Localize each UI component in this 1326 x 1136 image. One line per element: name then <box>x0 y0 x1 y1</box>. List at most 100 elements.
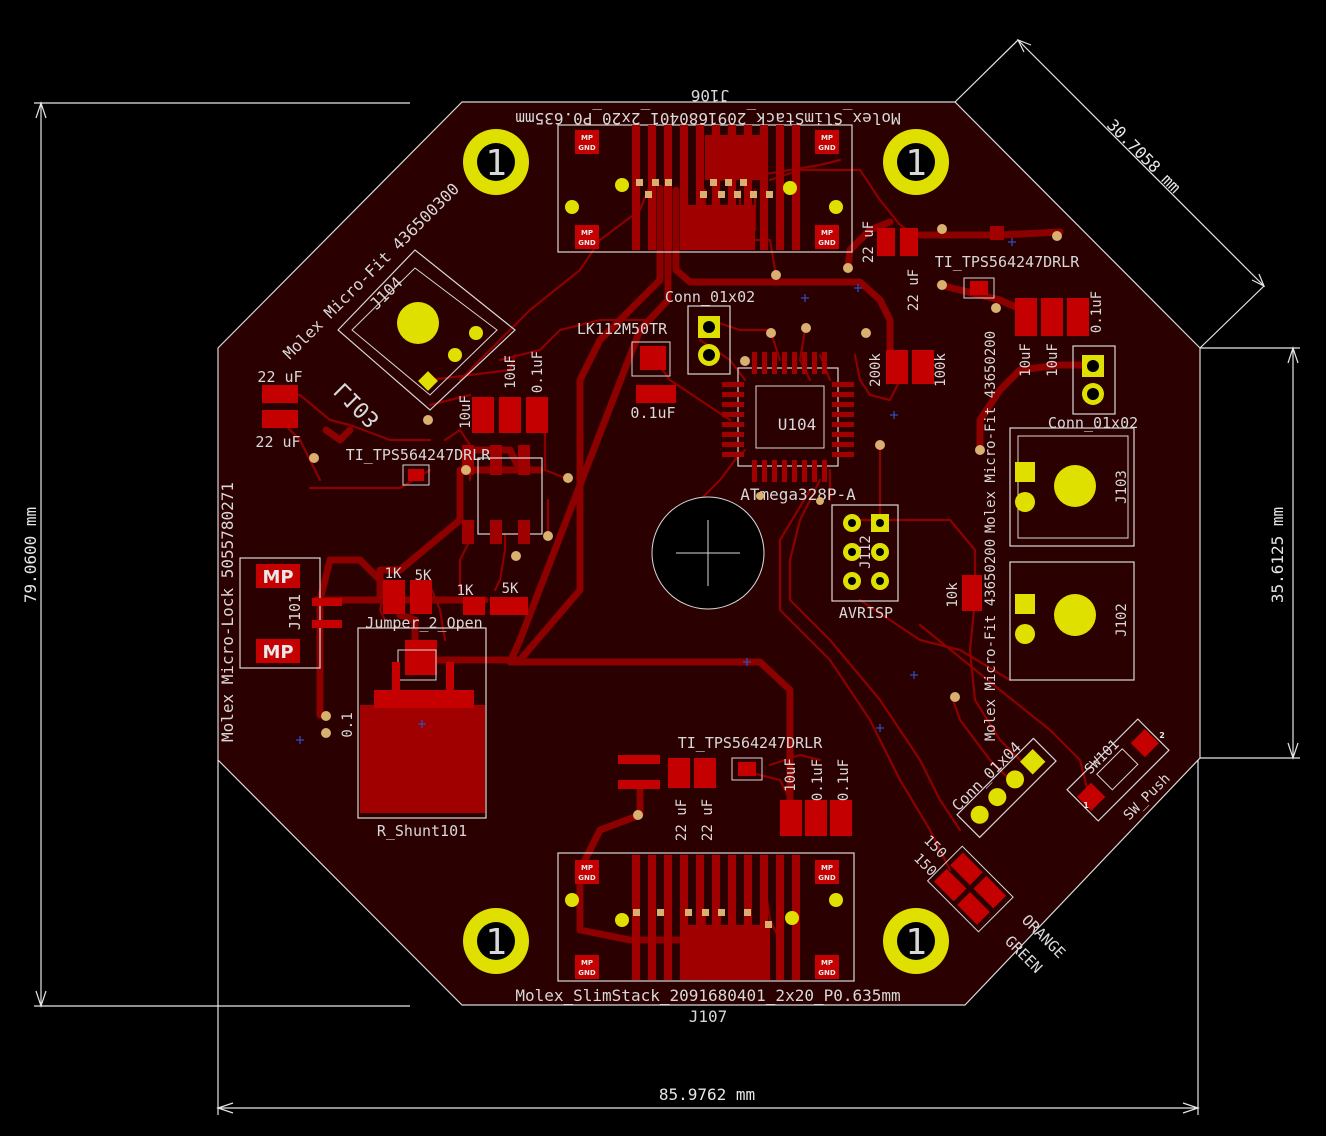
sw101-switch <box>1066 718 1170 822</box>
cap-label-22uf-b: 22 uF <box>255 433 300 451</box>
conn-01x04 <box>956 737 1057 839</box>
conn-01x02-right <box>1072 345 1116 415</box>
svg-text:MP: MP <box>581 134 593 142</box>
shunt-label: R_Shunt101 <box>377 822 467 840</box>
svg-text:MP: MP <box>581 229 593 237</box>
dimension-annotations <box>34 38 1300 1115</box>
cap-label-22uf-c: 22 uF <box>861 221 877 263</box>
svg-text:1: 1 <box>485 143 507 184</box>
cap-label-10uf-d: 10uF <box>1045 343 1061 377</box>
svg-text:1: 1 <box>905 143 927 184</box>
avrisp-label: AVRISP <box>839 604 893 622</box>
microfit-right-label-2: Molex Micro-Fit 43650200 <box>983 539 999 741</box>
resistor-10k <box>962 575 982 611</box>
j106-connector: MP GND MP GND MP GND MP GND <box>557 124 853 253</box>
conn-01x02-top <box>687 305 731 375</box>
j101-footprint-label: Molex Micro-Lock 5055780271 <box>218 482 237 742</box>
center-hole <box>651 496 765 610</box>
j102-label: J102 <box>1114 603 1130 637</box>
mcu-u104 <box>722 352 854 482</box>
dimension-height-left: 79.0600 mm <box>21 507 40 603</box>
regulator-top-right <box>877 226 1089 336</box>
reg-bottom-label: TI_TPS564247DRLR <box>678 734 823 752</box>
sw-pad-1: 1 <box>1083 801 1089 810</box>
svg-text:MP: MP <box>821 864 833 872</box>
res-label-5k-b: 5K <box>502 581 519 597</box>
svg-text:MP: MP <box>821 134 833 142</box>
reg-top-label: TI_TPS564247DRLR <box>935 253 1080 271</box>
cap-label-01uf-e: 0.1uF <box>836 759 852 801</box>
j103-connector <box>1009 427 1135 547</box>
mounting-hole-top-left: 1 <box>463 129 529 195</box>
svg-text:GND: GND <box>818 969 836 977</box>
svg-text:GND: GND <box>578 239 596 247</box>
shunt-value-label: 0.1 <box>340 712 356 737</box>
microfit-right-label: Molex Micro-Fit 43650200 <box>983 331 999 533</box>
net-markers <box>296 238 1016 744</box>
j103-label: J103 <box>1114 470 1130 504</box>
cap-label-22uf-d: 22 uF <box>906 269 922 311</box>
res-label-200k: 200k <box>868 353 884 387</box>
svg-text:GND: GND <box>578 874 596 882</box>
cap-label-10uf-c: 10uF <box>1018 343 1034 377</box>
j102-connector <box>1009 561 1135 681</box>
svg-text:GND: GND <box>818 874 836 882</box>
svg-text:GND: GND <box>818 239 836 247</box>
svg-text:GND: GND <box>578 144 596 152</box>
reg-left-label: TI_TPS564247DRLR <box>346 446 491 464</box>
j112-label: J112 <box>858 535 874 569</box>
j101-ref-label: J101 <box>286 594 304 630</box>
cap-label-01uf-a: 0.1uF <box>530 351 546 393</box>
j107-connector: MP GND MP GND MP GND MP GND <box>557 852 855 982</box>
svg-text:MP: MP <box>581 864 593 872</box>
svg-text:GND: GND <box>818 144 836 152</box>
sw-pad-2: 2 <box>1159 731 1165 740</box>
vias <box>309 224 1062 820</box>
led-resistor-group <box>926 845 1014 933</box>
j104-connector <box>337 249 516 411</box>
regulator-left <box>262 385 548 544</box>
mounting-hole-bottom-left: 1 <box>463 908 529 974</box>
res-label-1k-a: 1K <box>385 566 402 582</box>
mounting-hole-bottom-right: 1 <box>883 908 949 974</box>
j106-footprint-label: Molex_SlimStack_2091680401_2x20_P0.635mm <box>515 109 900 128</box>
lk-regulator <box>631 341 676 403</box>
cap-label-10uf-a: 10uF <box>458 395 474 429</box>
j107-ref-label: J107 <box>689 1007 728 1026</box>
svg-text:GND: GND <box>578 969 596 977</box>
mcu-part-label: ATmega328P-A <box>740 485 856 504</box>
svg-text:1: 1 <box>485 922 507 963</box>
res-label-100k: 100k <box>933 353 949 387</box>
mounting-hole-top-right: 1 <box>883 129 949 195</box>
res-label-10k: 10k <box>945 582 961 608</box>
u104-ref-label: U104 <box>778 415 817 434</box>
cap-label-10uf-bottom: 10uF <box>783 758 799 792</box>
dimension-width-bottom: 85.9762 mm <box>659 1085 755 1104</box>
lk-label: LK112M50TR <box>577 320 668 338</box>
svg-text:MP: MP <box>581 959 593 967</box>
cap-label-01uf-c: 0.1uF <box>1089 291 1105 333</box>
svg-text:1: 1 <box>905 922 927 963</box>
j107-footprint-label: Molex_SlimStack_2091680401_2x20_P0.635mm <box>515 986 900 1005</box>
conn-01x02-right-label: Conn_01x02 <box>1048 414 1138 432</box>
resistors-200k-100k <box>886 350 934 384</box>
j106-ref-label: J106 <box>691 86 730 105</box>
conn-01x02-top-label: Conn_01x02 <box>665 288 755 306</box>
res-label-1k-b: 1K <box>457 583 474 599</box>
jumper-label: Jumper_2_Open <box>365 614 482 632</box>
j101-mp-bottom: MP <box>262 642 293 663</box>
cap-label-10uf-b: 10uF <box>503 355 519 389</box>
svg-text:MP: MP <box>821 959 833 967</box>
cap-label-22uf-f: 22 uF <box>700 799 716 841</box>
dimension-diag-top-right: 30.7058 mm <box>1103 115 1185 197</box>
cap-label-22uf-a: 22 uF <box>257 368 302 386</box>
j101-mp-top: MP <box>262 567 293 588</box>
cap-label-01uf-b: 0.1uF <box>630 404 675 422</box>
regulator-bottom <box>618 755 852 836</box>
j101-connector <box>239 557 342 669</box>
avrisp-header-j112 <box>831 504 899 602</box>
cap-label-22uf-e: 22 uF <box>674 799 690 841</box>
res-label-5k-a: 5K <box>415 568 432 584</box>
cap-label-01uf-d: 0.1uF <box>810 759 826 801</box>
